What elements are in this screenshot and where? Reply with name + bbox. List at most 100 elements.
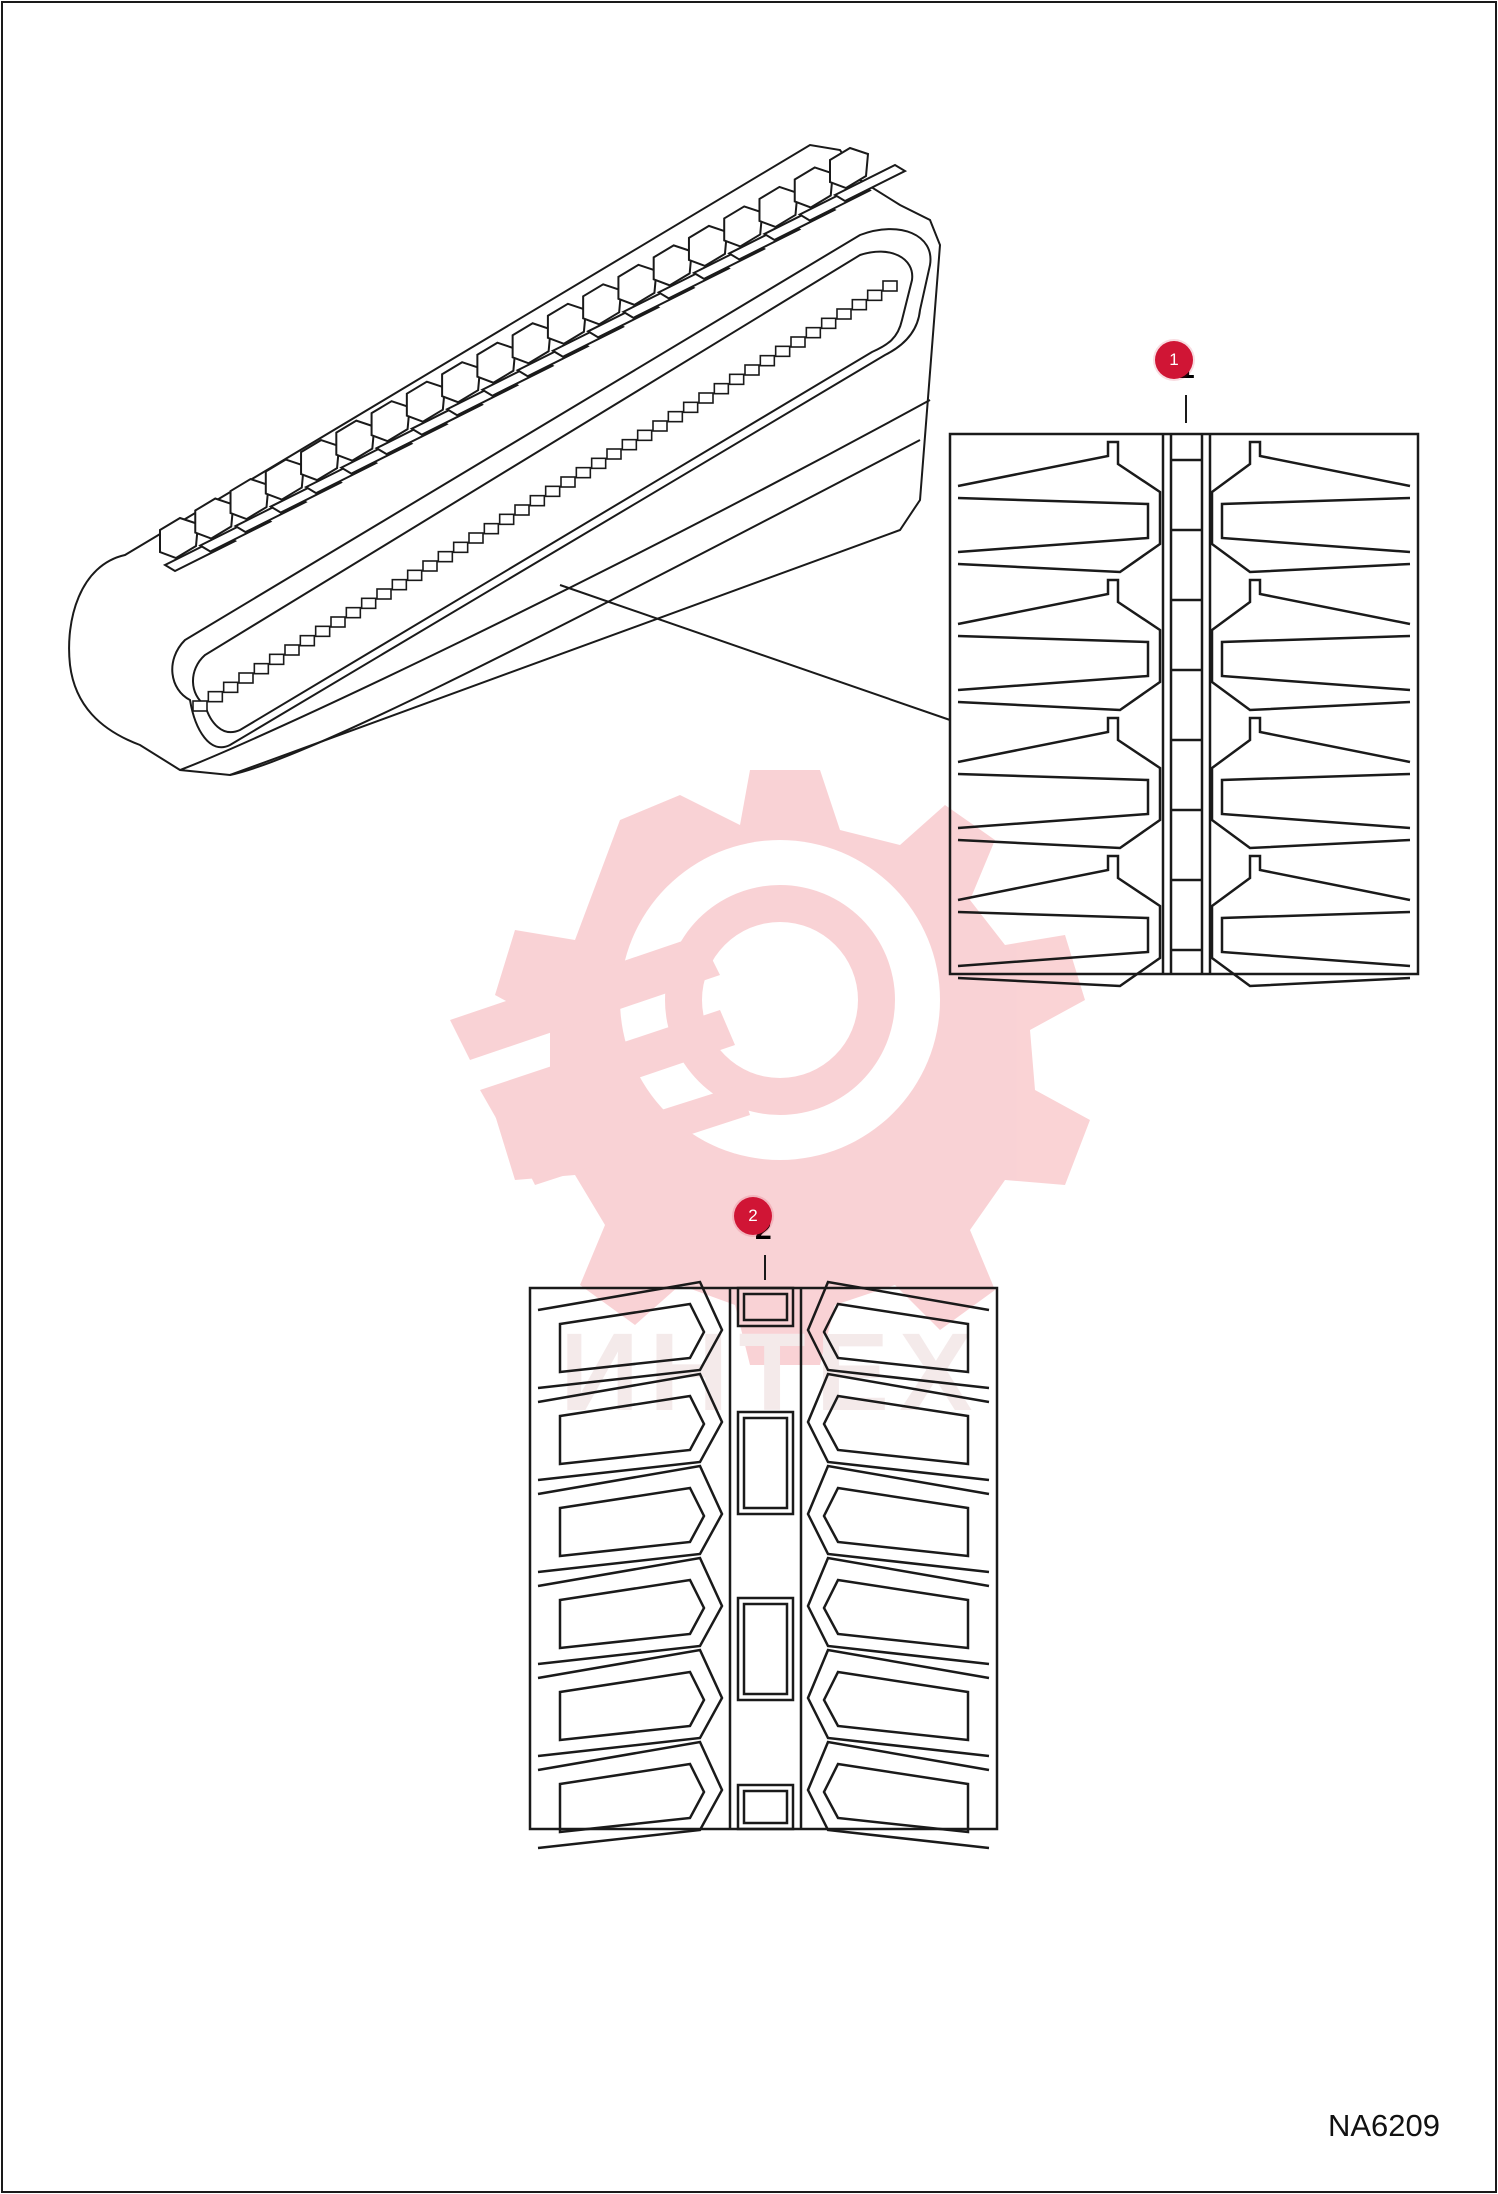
track-inner-guide [514,504,530,516]
track-inner-guide [713,382,730,395]
track-lug-block [723,205,764,248]
track-inner-guide [759,354,776,367]
track-inner-guide [606,448,622,460]
track-lug-block [441,361,482,404]
pattern-1-lug-left-inner [957,634,1150,692]
track-lug-block [194,497,235,540]
track-inner-guide [360,597,377,610]
track-inner-guide [437,550,454,563]
pattern-2-center-block-inner [742,1416,789,1510]
pattern-2-lug-right-inner [822,1302,970,1374]
pattern-2-center-block [736,1596,795,1702]
pattern-2-lug-left-inner [558,1302,706,1374]
pattern-1-lug-right [1210,440,1411,574]
track-inner-guide [284,644,300,656]
pattern-2-lug-right-inner [822,1486,970,1558]
track-lug-block [511,322,552,365]
track-lug-block [617,263,658,306]
pattern-2-lug-right-inner [822,1578,970,1650]
track-inner-guide [851,298,868,311]
track-inner-guide [744,364,760,376]
pattern-1-lug-left [957,578,1162,712]
callout-2-badge[interactable]: 2 [734,1197,772,1235]
track-inner-guide [406,569,423,582]
pattern-1-lug-right [1210,578,1411,712]
pattern-2-lug-left [537,1556,724,1666]
pattern-1-lug-right [1210,854,1411,988]
pattern-1-lug-right-inner [1220,772,1411,830]
track-inner-guide [376,588,392,600]
track-inner-guide [268,653,285,666]
track-inner-guide [774,345,791,358]
track-lug-block [829,146,870,190]
track-inner-guide [529,494,546,507]
pattern-2-lug-right [806,1464,990,1574]
pattern-2-center-block-inner [742,1292,789,1322]
track-lug-block [370,400,411,443]
track-lug-block [405,380,446,423]
pattern-2-lug-left [537,1464,724,1574]
pattern-2-lug-left [537,1648,724,1758]
track-lug-block [229,477,270,521]
track-inner-guide [207,690,224,703]
track-inner-guide [345,606,362,619]
pattern-1-lug-right-inner [1220,910,1411,968]
watermark-logo: ИНТЕХ [450,770,1090,1434]
svg-text:ИНТЕХ: ИНТЕХ [560,1311,982,1434]
pattern-2-center-block [736,1783,795,1831]
track-inner-guide [621,438,638,451]
track-inner-guide [238,672,254,684]
pattern-2-lug-right [806,1740,990,1850]
track-inner-guide [422,560,438,572]
pattern-1-lug-right-inner [1220,496,1411,554]
pattern-2-lug-left-inner [558,1486,706,1558]
pattern-2-lug-right-inner [822,1762,970,1834]
pattern-1-lug-left-inner [957,910,1150,968]
figure-code: NA6209 [1327,2108,1440,2143]
track-lug-block [335,419,376,462]
track-lug-block [582,283,623,326]
track-inner-guide [866,289,883,302]
track-inner-guide [452,541,469,554]
track-inner-guide [636,429,653,442]
pattern-2-lug-left-inner [558,1762,706,1834]
track-inner-guide [575,466,592,479]
pattern-2-lug-right [806,1556,990,1666]
pattern-1-lug-left [957,854,1162,988]
track-lug-block [159,516,200,560]
pattern-2-lug-left [537,1740,724,1850]
pattern-2-lug-left-inner [558,1670,706,1742]
pattern-2-center-block [736,1286,795,1328]
track-inner-lugs [192,280,898,712]
pattern-2-lug-right [806,1280,990,1390]
track-inner-guide [590,457,607,470]
tread-pattern-2 [528,1280,999,1850]
pattern-1-lug-left [957,440,1162,574]
rubber-track-illustration [68,143,942,777]
pattern-2-center-block-inner [742,1602,789,1696]
track-lug-block [652,244,693,287]
pattern-1-lug-left-inner [957,496,1150,554]
track-lug-block [476,341,517,384]
track-inner-guide [667,410,684,423]
callout-1-badge[interactable]: 1 [1155,341,1193,379]
pattern-2-lug-right [806,1648,990,1758]
track-inner-guide [652,420,668,432]
track-inner-guide [820,317,837,330]
track-inner-guide [682,401,699,414]
pattern-2-center-block-inner [742,1789,789,1825]
track-inner-guide [882,280,898,292]
track-lug-block [793,166,834,209]
track-inner-guide [544,485,561,498]
track-inner-guide [391,578,408,591]
track-lug-block [687,224,729,268]
leader-line-track [559,584,951,721]
pattern-1-lug-left-inner [957,772,1150,830]
track-inner-guide [253,662,270,675]
track-inner-guide [836,308,852,320]
pattern-2-lug-right [806,1372,990,1482]
track-lug-block [300,439,341,482]
track-lug-block [264,458,305,501]
